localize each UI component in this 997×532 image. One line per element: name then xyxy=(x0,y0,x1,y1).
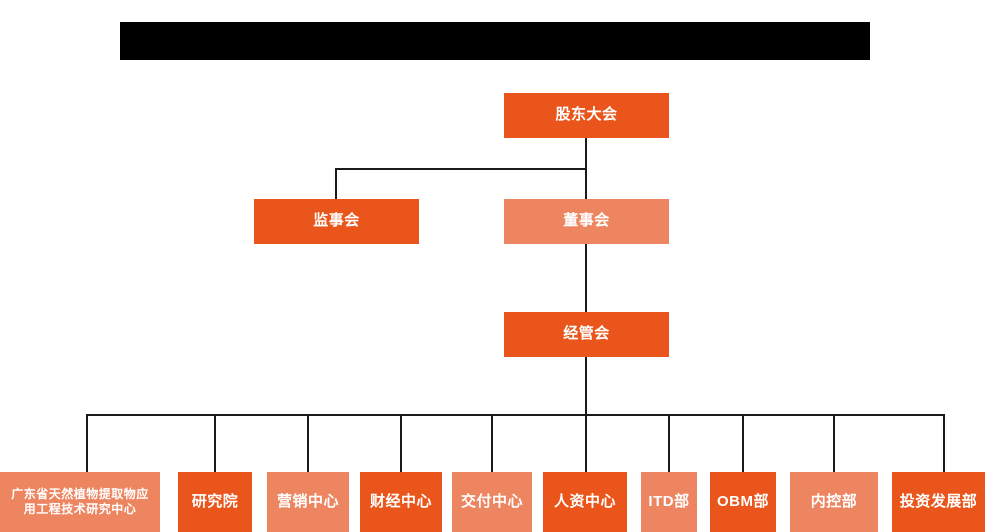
node-itd[interactable]: ITD部 xyxy=(641,472,697,532)
connector-to-directors xyxy=(585,168,587,199)
node-supervisors[interactable]: 监事会 xyxy=(254,199,419,244)
connector-management-down xyxy=(585,357,587,415)
node-investment[interactable]: 投资发展部 xyxy=(892,472,985,532)
node-shareholders[interactable]: 股东大会 xyxy=(504,93,669,138)
connector-to-institute xyxy=(214,414,216,472)
connector-level4-bus xyxy=(86,414,944,416)
node-internal-control[interactable]: 内控部 xyxy=(790,472,878,532)
connector-to-investment xyxy=(943,414,945,472)
node-hr[interactable]: 人资中心 xyxy=(543,472,627,532)
node-rnd-center[interactable]: 广东省天然植物提取物应 用工程技术研究中心 xyxy=(0,472,160,532)
node-directors[interactable]: 董事会 xyxy=(504,199,669,244)
connector-to-internal-control xyxy=(833,414,835,472)
connector-to-finance xyxy=(400,414,402,472)
node-marketing[interactable]: 营销中心 xyxy=(267,472,349,532)
connector-shareholders-down xyxy=(585,138,587,170)
connector-level2-bus xyxy=(335,168,587,170)
title-bar xyxy=(120,22,870,60)
node-obm[interactable]: OBM部 xyxy=(710,472,776,532)
node-rnd-center-line2: 用工程技术研究中心 xyxy=(23,502,137,516)
connector-to-obm xyxy=(742,414,744,472)
connector-to-marketing xyxy=(307,414,309,472)
connector-to-itd xyxy=(668,414,670,472)
node-delivery[interactable]: 交付中心 xyxy=(452,472,532,532)
connector-to-delivery xyxy=(491,414,493,472)
node-rnd-center-line1: 广东省天然植物提取物应 xyxy=(11,487,149,501)
connector-to-hr xyxy=(585,414,587,472)
node-institute[interactable]: 研究院 xyxy=(178,472,252,532)
connector-to-rnd-center xyxy=(86,414,88,472)
connector-directors-management xyxy=(585,243,587,312)
node-finance[interactable]: 财经中心 xyxy=(360,472,442,532)
connector-to-supervisors xyxy=(335,168,337,199)
node-management[interactable]: 经管会 xyxy=(504,312,669,357)
